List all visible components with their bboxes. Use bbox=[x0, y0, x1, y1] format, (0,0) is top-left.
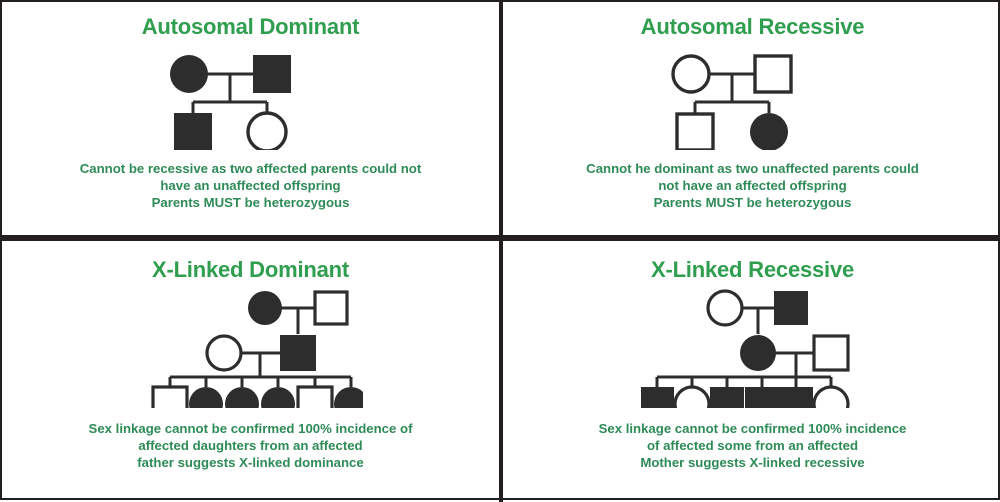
individual-square-affected bbox=[709, 387, 744, 408]
panel-title: Autosomal Dominant bbox=[141, 14, 360, 39]
individual-square-unaffected bbox=[295, 385, 334, 408]
pedigree-diagram-x-linked-recessive bbox=[503, 286, 1000, 408]
individual-circle-affected bbox=[224, 387, 259, 408]
pedigree-diagram-autosomal-recessive bbox=[503, 45, 1000, 150]
individual-circle-affected bbox=[749, 113, 788, 150]
individual-circle-unaffected bbox=[672, 385, 711, 408]
pedigree-svg bbox=[640, 289, 850, 408]
individual-square-affected bbox=[744, 387, 779, 408]
individual-square-unaffected bbox=[752, 54, 793, 94]
pedigree-diagram-autosomal-dominant bbox=[2, 45, 499, 150]
individual-circle-unaffected bbox=[811, 385, 850, 408]
pedigree-svg bbox=[670, 54, 793, 150]
panel-autosomal-recessive: Autosomal Recessive Cannot he dominant a… bbox=[503, 2, 1000, 235]
individual-square-affected bbox=[173, 113, 212, 150]
panel-caption: Cannot he dominant as two unaffected par… bbox=[586, 161, 919, 210]
individual-circle-unaffected bbox=[670, 54, 711, 94]
individual-square-affected bbox=[778, 387, 813, 408]
pedigree-svg bbox=[150, 290, 363, 408]
individual-square-unaffected bbox=[312, 290, 349, 326]
individual-square-affected bbox=[773, 291, 808, 325]
individual-circle-affected bbox=[247, 291, 282, 325]
individual-circle-unaffected bbox=[204, 334, 243, 372]
panel-autosomal-dominant: Autosomal Dominant Cannot be recessive a… bbox=[2, 2, 499, 235]
panel-caption: Sex linkage cannot be confirmed 100% inc… bbox=[598, 421, 907, 470]
vertical-divider bbox=[499, 2, 503, 502]
panel-caption: Cannot be recessive as two affected pare… bbox=[79, 161, 422, 210]
individual-circle-unaffected bbox=[705, 289, 744, 327]
individual-circle-affected bbox=[333, 387, 363, 408]
pedigree-svg bbox=[169, 55, 291, 150]
panel-title: X-Linked Dominant bbox=[151, 257, 350, 282]
individual-square-unaffected bbox=[674, 112, 715, 150]
individual-square-affected bbox=[252, 55, 291, 93]
individual-circle-affected bbox=[169, 55, 208, 93]
individual-circle-affected bbox=[260, 387, 295, 408]
individual-square-affected bbox=[279, 335, 316, 371]
individual-circle-affected bbox=[188, 387, 223, 408]
panel-x-linked-recessive: X-Linked Recessive bbox=[503, 241, 1000, 502]
panel-title: Autosomal Recessive bbox=[640, 14, 865, 39]
individual-circle-unaffected bbox=[245, 111, 288, 150]
pedigree-diagram-x-linked-dominant bbox=[2, 286, 499, 408]
panel-caption: Sex linkage cannot be confirmed 100% inc… bbox=[88, 421, 413, 470]
panel-x-linked-dominant: X-Linked Dominant bbox=[2, 241, 499, 502]
panel-title: X-Linked Recessive bbox=[650, 257, 855, 282]
individual-square-unaffected bbox=[150, 385, 189, 408]
individual-circle-affected bbox=[739, 335, 776, 371]
individual-square-affected bbox=[640, 387, 674, 408]
individual-square-unaffected bbox=[811, 334, 850, 372]
